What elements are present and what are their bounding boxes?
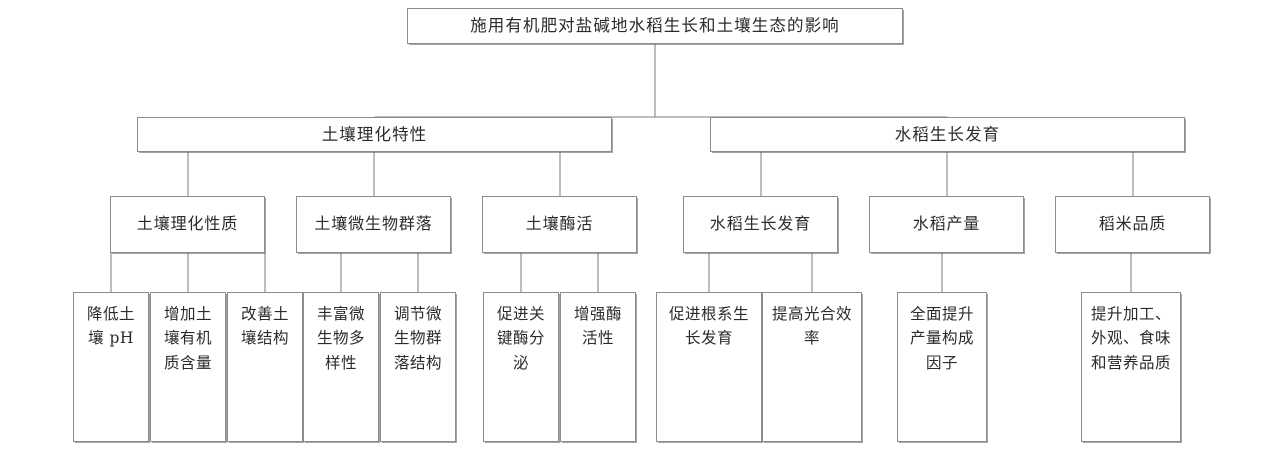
node-rice-grain-quality-label: 稻米品质 (1098, 214, 1167, 234)
node-improve-grain-quality-label: 提升加工、外观、食味和营养品质 (1090, 305, 1171, 372)
node-promote-root-growth-label: 促进根系生长发育 (668, 305, 749, 348)
node-enrich-microbial-diversity[interactable]: 丰富微生物多样性 (303, 292, 379, 442)
node-soil-enzyme-activity[interactable]: 土壤酶活 (482, 196, 637, 253)
node-soil-physicochemical-label: 土壤理化特性 (321, 124, 428, 144)
node-soil-properties[interactable]: 土壤理化性质 (110, 196, 265, 253)
node-increase-organic-matter-label: 增加土壤有机质含量 (163, 305, 212, 372)
node-rice-growth-development-label: 水稻生长发育 (709, 214, 812, 234)
node-rice-growth-development[interactable]: 水稻生长发育 (683, 196, 838, 253)
node-improve-soil-structure-label: 改善土壤结构 (240, 305, 289, 348)
node-rice-yield[interactable]: 水稻产量 (869, 196, 1024, 253)
node-soil-properties-label: 土壤理化性质 (136, 214, 239, 234)
node-root-label: 施用有机肥对盐碱地水稻生长和土壤生态的影响 (470, 16, 840, 36)
node-enhance-enzyme-activity[interactable]: 增强酶活性 (560, 292, 636, 442)
node-promote-enzyme-secretion-label: 促进关键酶分泌 (496, 305, 545, 372)
node-regulate-microbial-structure[interactable]: 调节微生物群落结构 (380, 292, 456, 442)
node-improve-photosynthesis-label: 提高光合效率 (771, 305, 852, 348)
node-soil-microbial-community[interactable]: 土壤微生物群落 (296, 196, 451, 253)
node-enrich-microbial-diversity-label: 丰富微生物多样性 (316, 305, 365, 372)
node-improve-grain-quality[interactable]: 提升加工、外观、食味和营养品质 (1081, 292, 1181, 442)
node-boost-yield-components[interactable]: 全面提升产量构成因子 (897, 292, 987, 442)
node-enhance-enzyme-activity-label: 增强酶活性 (573, 305, 622, 348)
node-improve-soil-structure[interactable]: 改善土壤结构 (227, 292, 303, 442)
node-soil-enzyme-activity-label: 土壤酶活 (525, 214, 594, 234)
node-rice-growth-top[interactable]: 水稻生长发育 (710, 117, 1185, 152)
node-root[interactable]: 施用有机肥对盐碱地水稻生长和土壤生态的影响 (407, 8, 903, 44)
node-rice-yield-label: 水稻产量 (912, 214, 981, 234)
node-boost-yield-components-label: 全面提升产量构成因子 (909, 305, 974, 372)
node-rice-growth-top-label: 水稻生长发育 (894, 124, 1001, 144)
node-soil-microbial-community-label: 土壤微生物群落 (314, 214, 433, 234)
node-rice-grain-quality[interactable]: 稻米品质 (1055, 196, 1210, 253)
node-promote-enzyme-secretion[interactable]: 促进关键酶分泌 (483, 292, 559, 442)
node-promote-root-growth[interactable]: 促进根系生长发育 (656, 292, 762, 442)
node-improve-photosynthesis[interactable]: 提高光合效率 (762, 292, 862, 442)
node-increase-organic-matter[interactable]: 增加土壤有机质含量 (150, 292, 226, 442)
node-lower-soil-ph-label: 降低土壤 pH (86, 305, 135, 348)
node-regulate-microbial-structure-label: 调节微生物群落结构 (393, 305, 442, 372)
node-soil-physicochemical[interactable]: 土壤理化特性 (137, 117, 612, 152)
node-lower-soil-ph[interactable]: 降低土壤 pH (73, 292, 149, 442)
